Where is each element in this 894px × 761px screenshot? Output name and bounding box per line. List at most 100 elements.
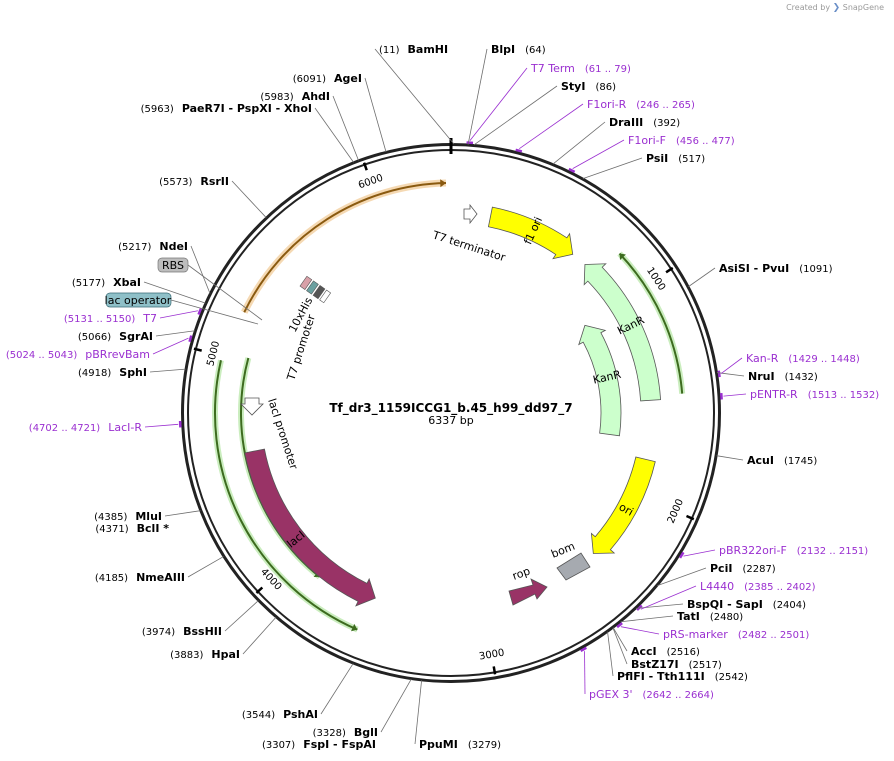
primer-label-f1ori-r: F1ori-R(246 .. 265) <box>587 98 695 111</box>
site-part: (5963) <box>141 104 174 115</box>
primer-leader-f1ori-r <box>519 103 584 150</box>
lac-operator-box <box>306 280 319 295</box>
site-leader-nrui <box>716 372 745 377</box>
feature-label-kanr-b: KanR <box>592 368 623 387</box>
site-part: RsrII <box>200 175 229 188</box>
tick-mark <box>255 586 264 594</box>
primer-label-f1ori-f: F1ori-F (456 .. 477) <box>628 134 735 147</box>
site-part: AccI <box>631 645 657 658</box>
site-part: (5066) <box>78 332 111 343</box>
primer-mark-t7 <box>197 308 203 315</box>
site-label-asisi-pvui: AsiSI - PvuI(1091) <box>719 262 833 275</box>
site-part: TatI <box>677 610 700 623</box>
leader-lines-layer <box>143 48 747 745</box>
primer-range: (456 .. 477) <box>676 136 735 147</box>
site-label-rsrii: (5573)RsrII <box>159 175 229 188</box>
site-label-draiii: DraIII(392) <box>609 116 680 129</box>
site-leader-bsshii <box>224 600 259 632</box>
site-label-nmeaiii: (4185)NmeAIII <box>95 571 185 584</box>
primer-label-l4440: L4440(2385 .. 2402) <box>700 580 816 593</box>
site-leader-blpi <box>467 48 488 145</box>
primer-range: (1429 .. 1448) <box>788 354 860 365</box>
primer-range: (4702 .. 4721) <box>29 423 101 434</box>
site-part: BstZ17I <box>631 658 679 671</box>
primer-mark-pbr322ori-f <box>678 551 685 559</box>
site-label-sphi: (4918)SphI <box>78 366 147 379</box>
site-leader-mlui-bcli <box>164 510 201 517</box>
tick-mark <box>665 266 674 274</box>
site-part: (1745) <box>784 456 817 467</box>
site-part: NdeI <box>159 240 188 253</box>
feature-ori <box>590 456 656 554</box>
site-leader-ppumi <box>414 680 422 745</box>
green-band-kan <box>618 252 684 394</box>
site-leader-ndei <box>190 245 211 294</box>
site-part: PsiI <box>646 152 668 165</box>
site-part: BssHII <box>183 625 222 638</box>
feature-kanr-a <box>583 263 661 402</box>
site-part: (2404) <box>773 600 806 611</box>
primer-leader-prs-marker <box>620 626 660 635</box>
site-part: (2516) <box>667 647 700 658</box>
primer-name: LacI-R <box>108 421 142 434</box>
primer-mark-kan-r <box>717 370 721 378</box>
site-leader-tati <box>620 615 674 623</box>
primer-name: pRS-marker <box>663 628 728 641</box>
site-label-bamhi: (11)BamHI <box>379 43 448 56</box>
site-label-bgli-fspi: (3307)FspI - FspAI <box>262 738 376 751</box>
site-label-acci: AccI (2516) <box>631 645 700 658</box>
site-leader-hpai <box>242 617 277 655</box>
primer-range: (5024 .. 5043) <box>6 350 78 361</box>
primer-mark-pgex3 <box>580 646 587 653</box>
green-band-kan-arrowhead <box>619 253 626 260</box>
rop-arrow <box>508 578 548 606</box>
primer-leader-t7 <box>159 310 198 319</box>
primer-label-pbr322ori-f: pBR322ori-F(2132 .. 2151) <box>719 544 868 557</box>
primer-mark-f1ori-f <box>568 167 576 173</box>
plasmid-name: Tf_dr3_1159ICCG1_b.45_h99_dd97_7 <box>329 401 572 416</box>
site-leader-sgrai <box>155 330 195 337</box>
tick-mark <box>362 162 368 171</box>
primer-range: (2132 .. 2151) <box>797 546 869 557</box>
site-part: SgrAI <box>119 330 153 343</box>
site-label-styi: StyI(86) <box>561 80 616 93</box>
site-label-ppumi: PpuMI(3279) <box>419 738 501 751</box>
feature-label-ori: ori <box>617 500 636 518</box>
site-part: SphI <box>119 366 147 379</box>
primer-leader-pbr322ori-f <box>683 549 716 557</box>
primer-range: (1513 .. 1532) <box>808 390 880 401</box>
tick-label: 2000 <box>666 497 686 525</box>
lac-operator-leader <box>170 299 259 325</box>
site-part: (1432) <box>785 372 818 383</box>
site-label-xbai: (5177)XbaI <box>72 276 141 289</box>
site-part: (2542) <box>715 672 748 683</box>
tick-mark <box>685 514 695 521</box>
snapgene-brand: Created by ❯ SnapGene <box>786 3 884 13</box>
site-part: PpuMI <box>419 738 458 751</box>
site-part: (2287) <box>742 564 775 575</box>
site-part: AhdI <box>302 90 330 103</box>
site-part: XbaI <box>113 276 141 289</box>
site-part: (3974) <box>142 627 175 638</box>
primer-name: F1ori-F <box>628 134 666 147</box>
his-tag-box <box>299 275 313 290</box>
site-part: (3307) <box>262 740 295 751</box>
site-part: PflFI - Tth111I <box>617 670 705 683</box>
site-label-pcii: PciI(2287) <box>710 562 776 575</box>
site-part: (2517) <box>689 660 722 671</box>
site-part: (86) <box>595 82 616 93</box>
site-label-ndei: (5217)NdeI <box>118 240 188 253</box>
site-label-hpai: (3883)HpaI <box>170 648 240 661</box>
site-part: BamHI <box>408 43 449 56</box>
primer-name: pENTR-R <box>750 388 798 401</box>
site-leader-xbai <box>143 281 206 304</box>
site-part: NruI <box>748 370 775 383</box>
site-part: AcuI <box>747 454 774 467</box>
site-label-agei: (6091)AgeI <box>293 72 362 85</box>
primer-range: (2385 .. 2402) <box>744 582 816 593</box>
orange-band-glow <box>241 179 447 314</box>
site-part: BspQI - SapI <box>687 598 763 611</box>
site-label-ahdi: (5983)AhdI <box>260 90 330 103</box>
t7-terminator-arrow <box>463 203 478 225</box>
